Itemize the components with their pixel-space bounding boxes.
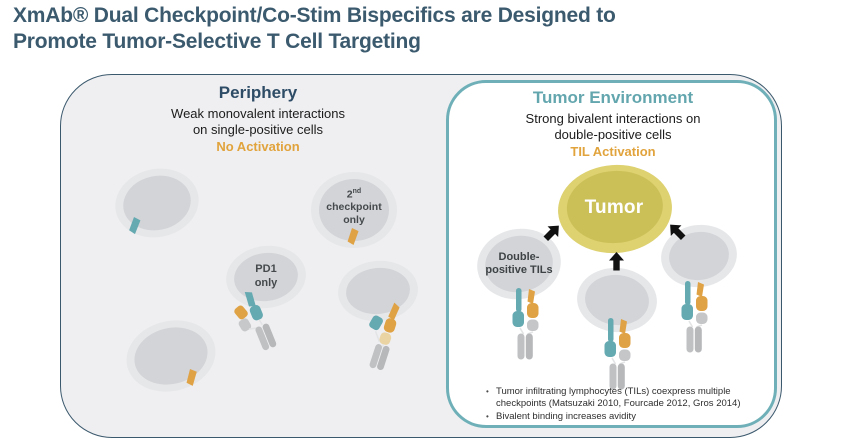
tumor-environment-header: Tumor Environment Strong bivalent intera… (457, 88, 769, 159)
page-title: XmAb® Dual Checkpoint/Co-Stim Bispecific… (13, 3, 833, 55)
second-checkpoint-line1: 2nd (346, 188, 362, 201)
tumor-environment-heading: Tumor Environment (532, 88, 694, 107)
page-title-line2: Promote Tumor-Selective T Cell Targeting (13, 30, 421, 53)
periphery-status: No Activation (216, 139, 300, 154)
periphery-heading: Periphery (218, 83, 298, 102)
references-list: • Tumor infiltrating lymphocytes (TILs) … (486, 386, 778, 423)
tumor-environment-subtitle-line2: double-positive cells (554, 126, 672, 142)
tumor-label: Tumor (584, 197, 644, 218)
tumor-environment-subtitle-line1: Strong bivalent interactions on (525, 111, 701, 126)
reference-item: • Bivalent binding increases avidity (486, 411, 778, 423)
reference-item: • Tumor infiltrating lymphocytes (TILs) … (486, 386, 778, 410)
bullet-icon: • (486, 411, 489, 421)
second-checkpoint-cell-label: 2nd checkpoint only (309, 186, 399, 226)
reference-text: Bivalent binding increases avidity (496, 410, 636, 422)
periphery-subtitle-line2: on single-positive cells (192, 121, 324, 137)
pd1-cell-label: PD1 only (254, 263, 278, 289)
periphery-header: Periphery Weak monovalent interactions o… (100, 83, 416, 154)
second-checkpoint-line3: only (343, 213, 365, 226)
reference-text: Tumor infiltrating lymphocytes (TILs) co… (496, 386, 741, 409)
bullet-icon: • (486, 387, 489, 396)
tumor-environment-status: TIL Activation (570, 144, 656, 159)
periphery-subtitle-line1: Weak monovalent interactions (171, 106, 345, 121)
double-positive-tils-label: Double- positive TILs (485, 251, 553, 276)
page-title-line1: XmAb® Dual Checkpoint/Co-Stim Bispecific… (13, 4, 616, 27)
second-checkpoint-line2: checkpoint (326, 201, 382, 213)
